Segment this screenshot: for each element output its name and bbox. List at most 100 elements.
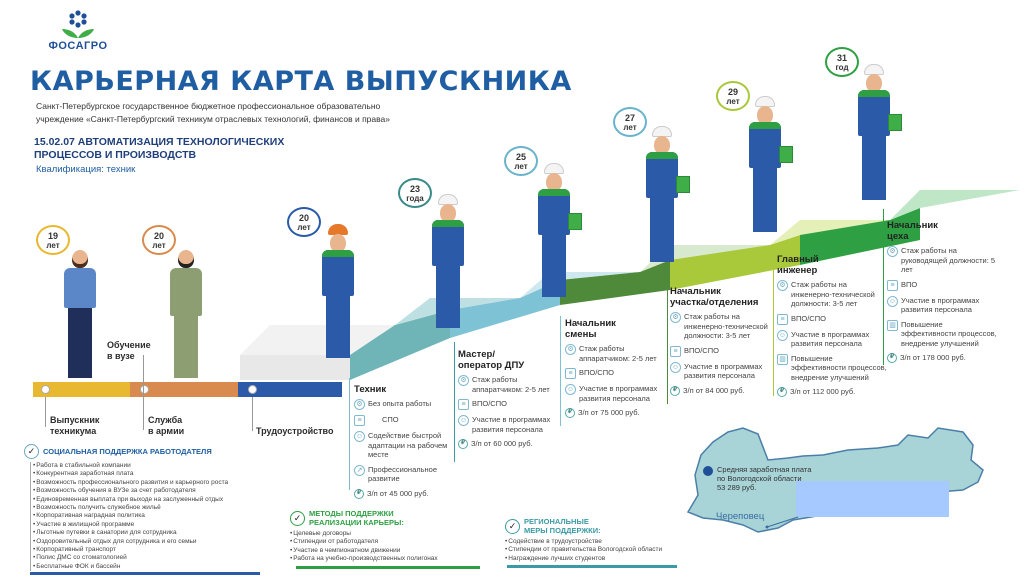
ruble-coin-icon: ₽ [887,353,897,363]
age-unit: лет [152,241,166,250]
graduate-figure [60,250,100,380]
requirement-row: ☺Участие в программах развития персонала [565,384,661,403]
head [654,136,670,154]
qualification: Квалификация: техник [36,164,136,175]
requirement-row: ☺Содействие быстрой адаптации на рабочем… [354,431,466,460]
chart-icon: ▥ [777,353,788,365]
gear-icon: ⚙ [565,344,576,355]
ruble-coin-icon: ₽ [777,387,787,397]
stage-label-line: техникума [50,426,97,436]
role-title-line: Начальник [565,318,616,329]
checkmark-icon: ✓ [290,510,305,526]
salary-row: ₽З/п от 75 000 руб. [565,408,661,418]
study-label-line: Обучение [107,340,151,350]
requirement-text: Участие в программах развития персонала [472,415,551,434]
stage-army-label: Служба в армии [148,415,184,437]
age-unit: лет [46,241,60,250]
requirement-row: ⚙Стаж работы аппаратчиком: 2-5 лет [458,375,570,394]
requirement-row: ☺Участие в программах развития персонала [887,295,997,315]
requirement-text: Участие в программах развития персонала [791,329,870,349]
legs [68,308,92,378]
connector-line [883,209,884,365]
stage-graduate-label: Выпускник техникума [50,415,99,437]
list-item: Конкурентная заработная плата [33,470,274,478]
title-line: МЕТОДЫ ПОДДЕРЖКИ [309,509,394,518]
torso [432,220,464,266]
legs [436,264,460,328]
legs [326,294,350,358]
age-unit: лет [297,223,311,232]
study-label-line: в вузе [107,351,135,361]
list-item: Стипендии от правительства Вологодской о… [505,546,685,554]
salary-label: по Вологодской области [717,474,802,483]
age-number: 19 [47,231,58,241]
list-item: Участие в чемпионатном движении [290,547,490,555]
ruble-coin-icon: ₽ [458,439,468,449]
age-unit: года [406,194,424,203]
role-title: Мастер/оператор ДПУ [458,349,570,371]
timeline-bar-graduate [33,382,130,397]
fosagro-logo: ФОСАГРО [38,8,118,54]
gear-icon: ⚙ [887,246,898,257]
title-line: РЕАЛИЗАЦИИ КАРЬЕРЫ: [309,518,404,527]
requirement-text: Содействие быстрой адаптации на рабочем … [368,431,448,459]
shoulder [322,250,354,257]
connector-line [773,244,774,396]
coins-icon [703,466,713,476]
list-item: Возможность получить служебное жильё [33,504,274,512]
city-pointer [765,516,799,529]
regional-support-list: Содействие в трудоустройстве Стипендии о… [505,538,685,563]
connector-line [252,397,253,431]
torso [322,250,354,296]
head [440,204,456,222]
requirement-row: ☺Участие в программах развития персонала [458,415,570,434]
requirement-row: ▥Повышение эффективности процессов, внед… [887,319,997,349]
salary-text: З/п от 60 000 руб. [471,439,533,449]
age-number: 27 [624,113,635,123]
salary-row: ₽З/п от 84 000 руб. [670,385,774,396]
requirement-text: ВПО/СПО [684,345,719,355]
age-unit: лет [726,97,740,106]
logo-text: ФОСАГРО [48,40,108,52]
head [866,74,882,92]
requirement-row: ⚙Стаж работы на руководящей должности: 5… [887,246,997,275]
requirement-text: СПО [382,415,399,424]
head [757,106,773,124]
list-item: Награждение лучших студентов [505,555,685,563]
head [178,250,194,268]
requirement-row: ⚙Стаж работы на инженерно-технической до… [777,280,887,309]
requirement-text: Стаж работы на руководящей должности: 5 … [901,246,996,274]
head [546,173,562,191]
timeline-bar-employment [238,382,342,397]
institution-line-1: Санкт-Петербургское государственное бюдж… [36,101,381,111]
legs [862,134,886,200]
title-line: РЕГИОНАЛЬНЫЕ [524,517,589,526]
timeline-dot [248,385,257,394]
torso [646,152,678,198]
stage-employment-label: Трудоустройство [256,426,334,436]
age-unit: лет [623,123,637,132]
salary-text: З/п от 45 000 руб. [367,488,429,498]
age-number: 20 [153,231,164,241]
institution-name: Санкт-Петербургское государственное бюдж… [36,100,476,126]
requirement-text: Стаж работы аппаратчиком: 2-5 лет [472,375,550,394]
shoulder [858,90,890,97]
requirement-text: Повышение эффективности процессов, внедр… [791,353,887,382]
social-support-box: ✓ СОЦИАЛЬНАЯ ПОДДЕРЖКА РАБОТОДАТЕЛЯ Рабо… [24,444,274,576]
gear-icon: ⚙ [354,399,365,410]
timeline-bar-army [130,382,238,397]
age-number: 29 [727,87,738,97]
list-item: Работа в стабильной компании [33,462,274,470]
list-item: Единовременная выплата при выходе на зас… [33,496,274,504]
helmet-icon [328,224,348,235]
salary-row: ₽З/п от 112 000 руб. [777,387,887,397]
